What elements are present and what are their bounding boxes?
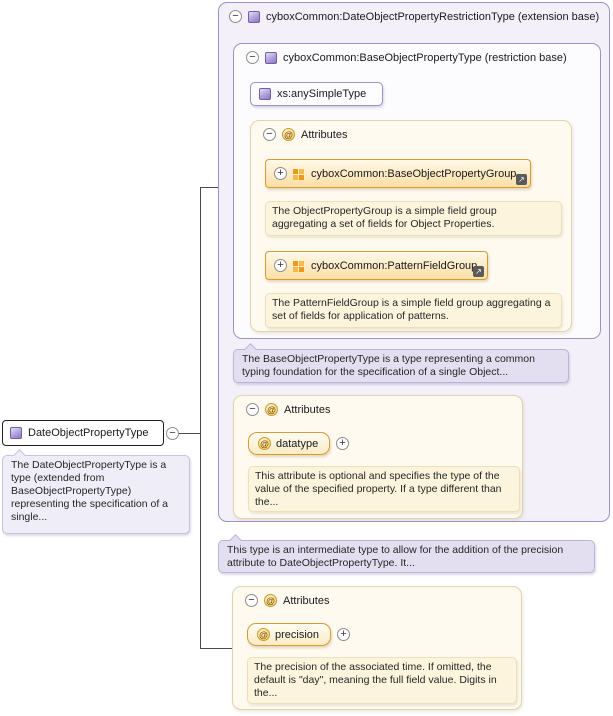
collapse-toggle-icon[interactable]: −: [229, 10, 242, 23]
collapse-toggle-icon[interactable]: −: [246, 51, 259, 64]
restriction-container-title: cyboxCommon:BaseObjectPropertyType (rest…: [283, 51, 567, 64]
complex-type-icon: [10, 427, 22, 439]
attribute-group-icon: [293, 260, 305, 272]
connector-line: [200, 648, 232, 649]
base-simple-type-label: xs:anySimpleType: [277, 88, 367, 100]
attributes-section: − @ Attributes @ datatype + This attribu…: [233, 395, 523, 519]
attribute-at-icon: @: [265, 403, 278, 416]
precision-attribute-box[interactable]: @ precision: [247, 623, 331, 646]
attribute-note: This attribute is optional and specifies…: [248, 466, 520, 512]
intermediate-type-note: This type is an intermediate type to all…: [218, 540, 595, 573]
attributes-section: − @ Attributes @ precision + The precisi…: [232, 586, 522, 710]
attribute-note: The precision of the associated time. If…: [247, 657, 517, 704]
reference-arrow-icon[interactable]: ↗: [516, 174, 527, 185]
attribute-at-icon: @: [257, 628, 270, 641]
root-type-label: DateObjectPropertyType: [28, 427, 149, 439]
attribute-at-icon: @: [264, 594, 277, 607]
connector-line: [200, 187, 201, 649]
root-type-box[interactable]: DateObjectPropertyType: [2, 420, 164, 446]
attribute-label: datatype: [276, 437, 319, 450]
collapse-toggle-icon[interactable]: −: [263, 128, 276, 141]
attribute-group-box[interactable]: + cyboxCommon:BaseObjectPropertyGroup ↗: [265, 159, 531, 188]
attribute-at-icon: @: [258, 437, 271, 450]
attribute-group-box[interactable]: + cyboxCommon:PatternFieldGroup ↗: [265, 251, 488, 280]
datatype-attribute-box[interactable]: @ datatype: [248, 432, 330, 455]
extension-container-title: cyboxCommon:DateObjectPropertyRestrictio…: [266, 10, 600, 23]
expand-toggle-icon[interactable]: +: [336, 437, 349, 450]
attribute-group-label: cyboxCommon:PatternFieldGroup: [311, 259, 478, 272]
attributes-section: − @ Attributes + cyboxCommon:BaseObjectP…: [250, 120, 572, 332]
attribute-label: precision: [275, 628, 320, 641]
reference-arrow-icon[interactable]: ↗: [473, 266, 484, 277]
restriction-base-container: − cyboxCommon:BaseObjectPropertyType (re…: [233, 43, 601, 339]
collapse-toggle-icon[interactable]: −: [166, 427, 179, 440]
attribute-group-note: The ObjectPropertyGroup is a simple fiel…: [265, 201, 562, 236]
complex-type-icon: [265, 51, 277, 64]
expand-toggle-icon[interactable]: +: [274, 167, 287, 180]
root-type-note: The DateObjectPropertyType is a type (ex…: [2, 455, 190, 534]
simple-type-icon: [259, 88, 271, 100]
attribute-group-note: The PatternFieldGroup is a simple field …: [265, 293, 562, 328]
complex-type-icon: [248, 10, 260, 23]
restriction-type-note: The BaseObjectPropertyType is a type rep…: [233, 349, 569, 383]
collapse-toggle-icon[interactable]: −: [246, 403, 259, 416]
expand-toggle-icon[interactable]: +: [274, 259, 287, 272]
attribute-group-label: cyboxCommon:BaseObjectPropertyGroup: [311, 167, 517, 180]
base-simple-type-box[interactable]: xs:anySimpleType: [250, 82, 383, 106]
attributes-section-title: Attributes: [301, 128, 348, 141]
attribute-at-icon: @: [282, 128, 295, 141]
collapse-toggle-icon[interactable]: −: [245, 594, 258, 607]
attributes-section-title: Attributes: [284, 403, 331, 416]
extension-base-container: − cyboxCommon:DateObjectPropertyRestrict…: [218, 2, 610, 522]
connector-line: [200, 187, 218, 188]
attribute-group-icon: [293, 168, 305, 180]
connector-line: [179, 433, 200, 434]
attributes-section-title: Attributes: [283, 594, 330, 607]
expand-toggle-icon[interactable]: +: [337, 628, 350, 641]
